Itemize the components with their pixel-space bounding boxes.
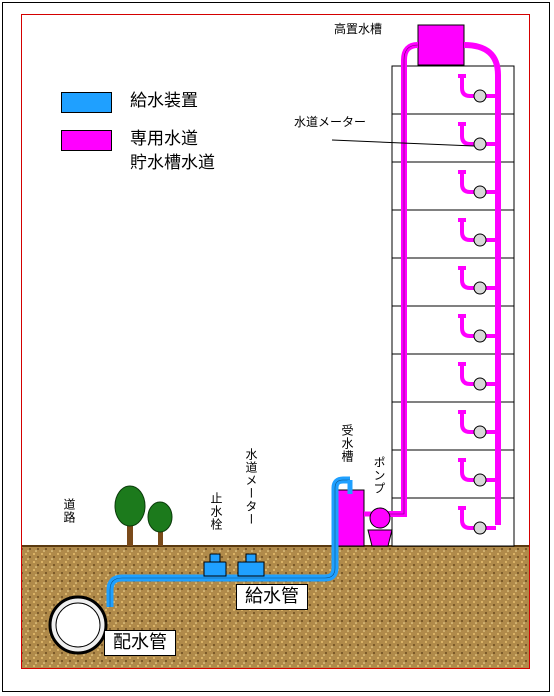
trees <box>114 485 173 546</box>
faucet-meter <box>458 458 496 487</box>
faucet-meter <box>458 170 496 199</box>
receiving-tank <box>336 489 365 547</box>
elevated-tank-label: 高置水槽 <box>334 22 383 36</box>
supply-pipe-label: 給水管 <box>236 584 308 610</box>
dedicated-water-system <box>336 24 501 547</box>
pump-label: ポンプ <box>372 456 386 495</box>
pump-shape <box>367 507 393 547</box>
ground-meter-label: 水道メーター <box>244 448 258 526</box>
faucet-meter <box>458 314 496 343</box>
stop-valve-label: 止水栓 <box>209 492 223 531</box>
legend-dedicated-label-1: 専用水道 <box>130 129 198 149</box>
water-supply-device <box>106 476 353 607</box>
faucet-meter <box>458 410 496 439</box>
faucet-meter <box>458 218 496 247</box>
faucets <box>458 74 496 535</box>
distribution-pipe-label: 配水管 <box>104 630 176 656</box>
meter-pointer <box>331 139 475 147</box>
downpipe <box>463 42 501 525</box>
stop-valve-shape <box>203 553 227 577</box>
faucet-meter <box>458 266 496 295</box>
road-label: 道路 <box>62 498 76 524</box>
diagram-frame <box>21 14 530 669</box>
faucet-meter <box>458 74 496 103</box>
legend-supply-swatch <box>61 92 112 113</box>
legend-supply-label: 給水装置 <box>130 91 198 111</box>
elevated-tank <box>417 24 465 66</box>
legend-dedicated-swatch <box>61 130 112 151</box>
faucet-meter <box>458 362 496 391</box>
ground-meter-shape <box>237 553 265 577</box>
receiving-tank-label: 受水槽 <box>340 424 354 463</box>
building-meter-label: 水道メーター <box>294 115 367 129</box>
legend-dedicated-label-2: 貯水槽水道 <box>130 153 215 173</box>
faucet-meter <box>458 506 496 535</box>
faucet-meter <box>458 122 496 151</box>
